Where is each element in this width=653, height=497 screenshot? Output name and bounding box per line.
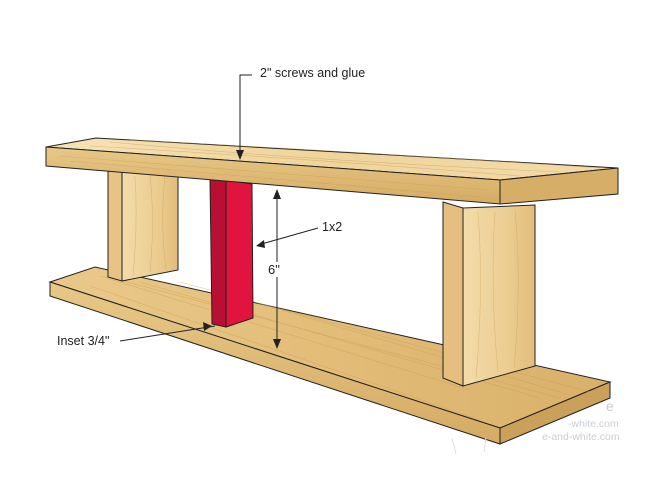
watermark-line-1: e: [606, 398, 614, 414]
inset-leader: [119, 325, 216, 342]
height-arrow-bottom: [273, 339, 281, 349]
screws-leader: [239, 74, 252, 158]
top-shelf: [45, 137, 619, 205]
height-label: 6": [267, 262, 281, 277]
board-label: 1x2: [322, 220, 343, 234]
inset-arrowhead: [203, 322, 212, 331]
left-leg: [107, 167, 179, 282]
height-arrow-top: [273, 189, 281, 199]
arrowheads: [203, 150, 281, 349]
watermark-logo: [451, 437, 487, 455]
right-leg: [442, 201, 536, 387]
board-leader: [257, 227, 319, 246]
red-support-1x2: [209, 178, 254, 328]
screws-label: 2" screws and glue: [260, 66, 366, 80]
bottom-shelf: [48, 266, 612, 445]
board-arrowhead: [256, 240, 265, 248]
inset-label: Inset 3/4": [57, 334, 110, 348]
screws-arrowhead: [236, 150, 244, 160]
watermark-line-2: -white.com: [568, 418, 619, 430]
watermark-line-3: e-and-white.com: [542, 431, 620, 443]
